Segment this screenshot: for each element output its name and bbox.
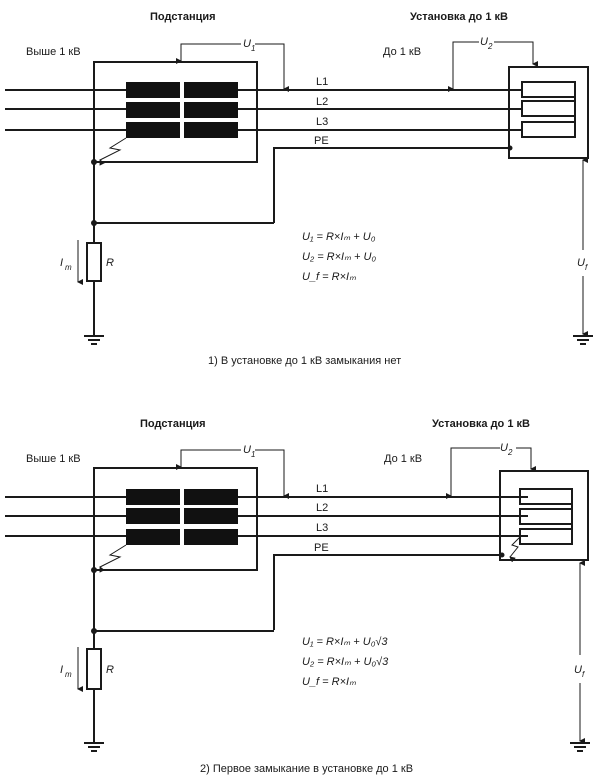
u2-label: U	[500, 442, 508, 454]
installation-box	[499, 470, 589, 561]
load-3	[521, 121, 576, 138]
uf-label: U	[577, 257, 585, 269]
formula-uf: U_f = R×Iₘ	[302, 676, 356, 688]
label-pe: PE	[314, 542, 329, 554]
substation-box	[93, 467, 258, 571]
label-l1: L1	[316, 76, 328, 88]
substation-box	[93, 61, 258, 163]
formula-uf: U_f = R×Iₘ	[302, 271, 356, 283]
current-label: I	[60, 257, 63, 269]
u1-label: U	[243, 444, 251, 456]
uf-label: U	[574, 664, 582, 676]
u1-arrow-left	[176, 43, 241, 64]
substation-title: Подстанция	[150, 11, 216, 23]
lv-label: До 1 кВ	[383, 46, 421, 58]
label-l3: L3	[316, 522, 328, 534]
caption: 2) Первое замыкание в установке до 1 кВ	[200, 763, 413, 775]
label-l3: L3	[316, 116, 328, 128]
ground-icon	[84, 335, 104, 345]
ground-icon	[570, 742, 590, 752]
ground-icon	[573, 335, 593, 345]
diagram-first-fault: Подстанция Установка до 1 кВ Выше 1 кВ Д…	[5, 418, 590, 775]
uf-sub: f	[582, 670, 585, 679]
label-l2: L2	[316, 502, 328, 514]
u2-arrow-right	[494, 41, 538, 67]
ground-icon	[84, 742, 104, 752]
u1-sub: 1	[251, 450, 255, 459]
fault-zigzag-icon	[99, 544, 127, 573]
u2-sub: 2	[487, 42, 493, 51]
hv-label: Выше 1 кВ	[26, 453, 81, 465]
formula-u2: U₂ = R×Iₘ + U₀√3	[302, 656, 389, 668]
lv-label: До 1 кВ	[384, 453, 422, 465]
resistor-r	[86, 242, 102, 282]
resistor-r	[86, 648, 102, 690]
uf-sub: f	[585, 263, 588, 272]
installation-box	[508, 66, 589, 159]
label-l1: L1	[316, 483, 328, 495]
formula-u2: U₂ = R×Iₘ + U₀	[302, 251, 376, 263]
formula-u1: U₁ = R×Iₘ + U₀	[302, 231, 376, 243]
line-pe	[273, 554, 502, 630]
load-1	[521, 81, 576, 98]
u2-sub: 2	[507, 448, 513, 457]
current-sub: m	[65, 670, 72, 679]
caption: 1) В установке до 1 кВ замыкания нет	[208, 355, 401, 367]
hv-label: Выше 1 кВ	[26, 46, 81, 58]
installation-title: Установка до 1 кВ	[432, 418, 530, 430]
u1-arrow-right	[255, 449, 289, 499]
u1-arrow-right	[255, 43, 289, 92]
line-pe	[273, 147, 510, 212]
current-sub: m	[65, 263, 72, 272]
u1-label: U	[243, 38, 251, 50]
u2-label: U	[480, 36, 488, 48]
u2-arrow-right	[516, 447, 536, 472]
u1-arrow-left	[176, 449, 241, 470]
resistor-label: R	[106, 257, 114, 269]
installation-fault-icon	[509, 536, 521, 563]
current-label: I	[60, 664, 63, 676]
diagram-no-fault: Подстанция Установка до 1 кВ Выше 1 кВ Д…	[5, 11, 593, 367]
fault-zigzag-icon	[99, 137, 127, 166]
load-2	[521, 100, 576, 117]
transformer-icon	[126, 489, 238, 545]
resistor-label: R	[106, 664, 114, 676]
formula-u1: U₁ = R×Iₘ + U₀√3	[302, 636, 388, 648]
label-pe: PE	[314, 135, 329, 147]
transformer-icon	[126, 82, 238, 138]
substation-title: Подстанция	[140, 418, 206, 430]
u1-sub: 1	[251, 44, 255, 53]
u2-arrow-left	[446, 447, 500, 499]
label-l2: L2	[316, 96, 328, 108]
u2-arrow-left	[448, 41, 479, 92]
installation-title: Установка до 1 кВ	[410, 11, 508, 23]
